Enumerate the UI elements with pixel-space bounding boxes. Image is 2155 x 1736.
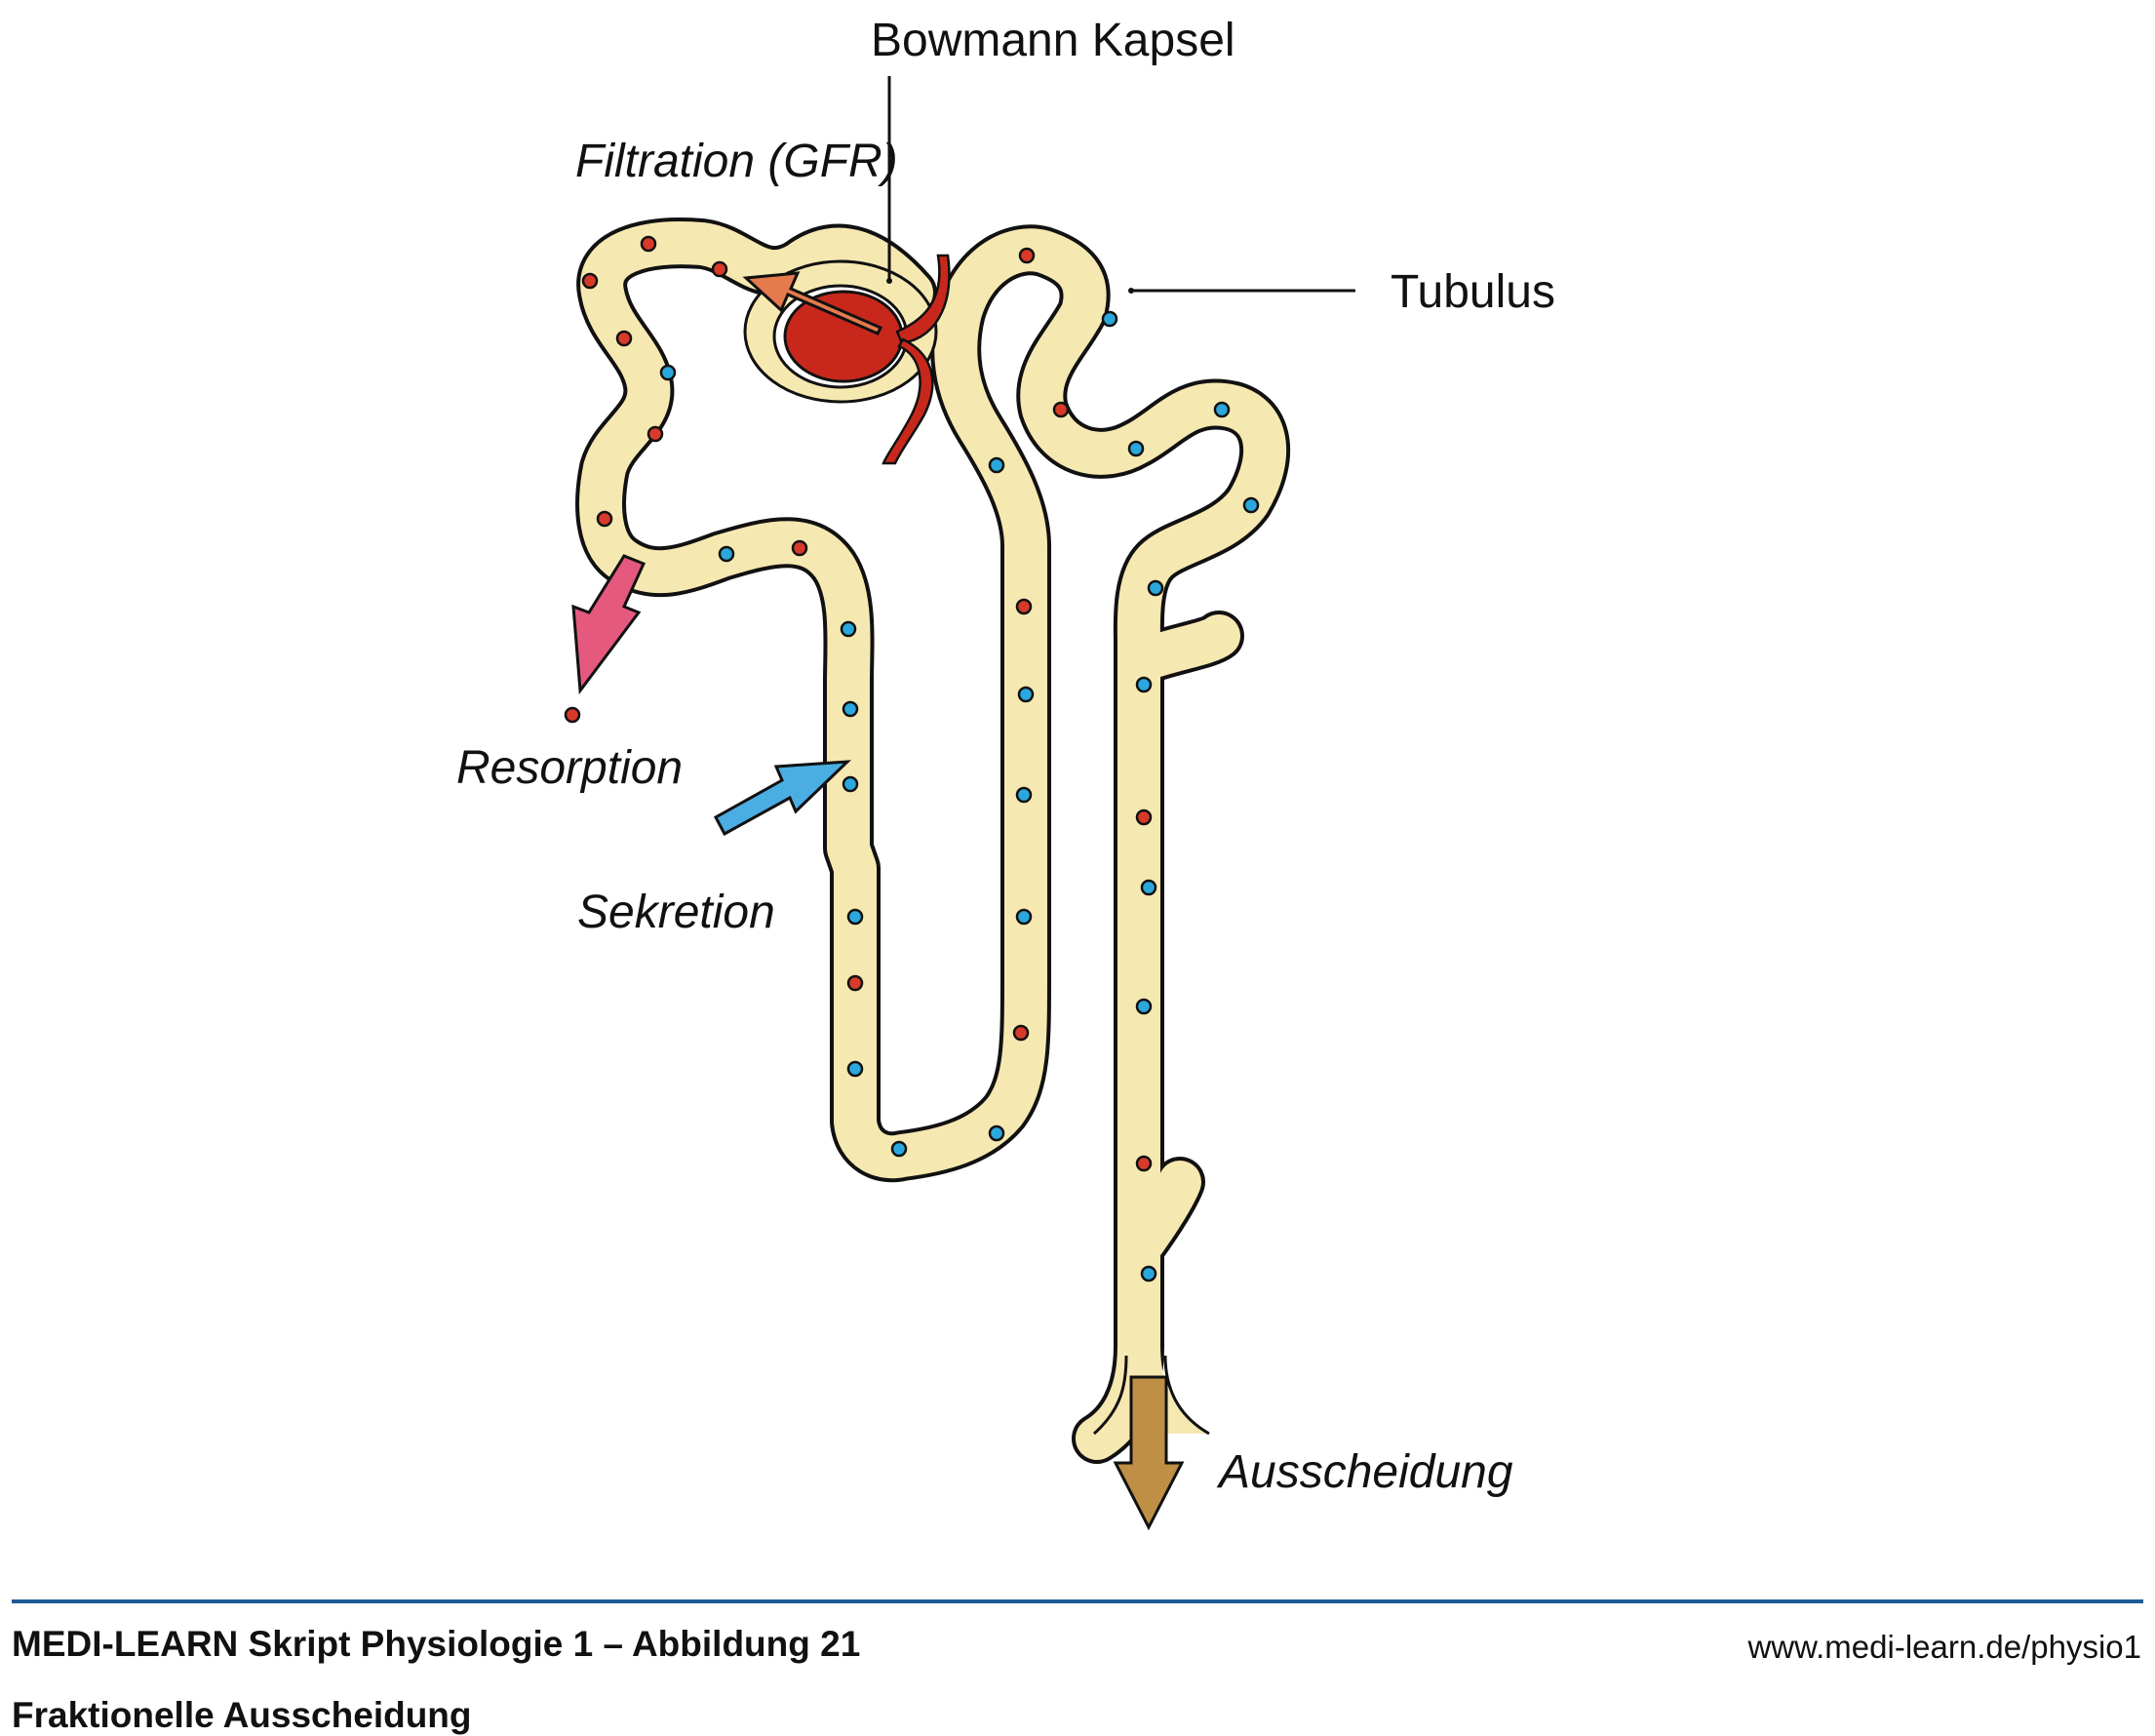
particle-red xyxy=(1052,401,1070,418)
particle-red xyxy=(596,510,613,528)
particle-red xyxy=(711,260,728,278)
particle-red xyxy=(581,272,599,290)
particle-blue xyxy=(1101,310,1118,328)
filtration-arrow xyxy=(742,271,883,335)
particle-red xyxy=(646,425,664,443)
secretion-arrow xyxy=(713,760,852,837)
particle-blue xyxy=(1127,440,1145,457)
particle-blue xyxy=(890,1140,908,1158)
figure-caption-title: MEDI-LEARN Skript Physiologie 1 – Abbild… xyxy=(12,1624,861,1664)
label-resorption: Resorption xyxy=(456,742,684,794)
particle-blue xyxy=(718,545,735,563)
particle-blue xyxy=(1135,998,1153,1015)
particle-blue xyxy=(842,700,859,718)
particle-blue xyxy=(1140,1265,1157,1282)
nephron-diagram xyxy=(564,76,1355,1531)
particle-red xyxy=(846,974,864,992)
source-url: www.medi-learn.de/physio1 xyxy=(1747,1629,2141,1665)
particle-blue xyxy=(846,908,864,926)
particle-blue xyxy=(988,1124,1005,1142)
particle-blue xyxy=(1015,786,1033,804)
particle-red xyxy=(1015,598,1033,615)
particle-red xyxy=(1012,1024,1030,1042)
particle-blue xyxy=(1140,879,1157,896)
tubulus-path xyxy=(575,217,1291,1464)
label-ausscheidung: Ausscheidung xyxy=(1219,1446,1513,1498)
particles xyxy=(564,235,1260,1282)
particle-red xyxy=(1135,1155,1153,1172)
particle-blue xyxy=(846,1060,864,1078)
particle-red xyxy=(564,706,581,724)
particle-blue xyxy=(1242,496,1260,514)
label-tubulus: Tubulus xyxy=(1391,266,1555,318)
label-bowmann-kapsel: Bowmann Kapsel xyxy=(871,15,1235,66)
particle-blue xyxy=(1147,579,1164,597)
particle-blue xyxy=(1135,676,1153,693)
figure-caption-subtitle: Fraktionelle Ausscheidung xyxy=(12,1695,472,1735)
label-sekretion: Sekretion xyxy=(577,887,775,938)
particle-red xyxy=(640,235,657,253)
resorption-arrow xyxy=(571,554,646,695)
particle-blue xyxy=(840,620,857,638)
particle-blue xyxy=(1213,401,1231,418)
particle-red xyxy=(1135,809,1153,826)
particle-red xyxy=(1018,247,1036,264)
particle-blue xyxy=(659,364,677,381)
footer-divider xyxy=(12,1599,2143,1603)
glomerulus xyxy=(783,254,951,465)
label-filtration: Filtration (GFR) xyxy=(575,136,898,187)
particle-blue xyxy=(1017,686,1035,703)
particle-blue xyxy=(1015,908,1033,926)
particle-blue xyxy=(842,775,859,793)
excretion-arrow xyxy=(1113,1375,1185,1531)
particle-red xyxy=(791,539,808,557)
particle-red xyxy=(615,330,633,347)
particle-blue xyxy=(988,456,1005,474)
